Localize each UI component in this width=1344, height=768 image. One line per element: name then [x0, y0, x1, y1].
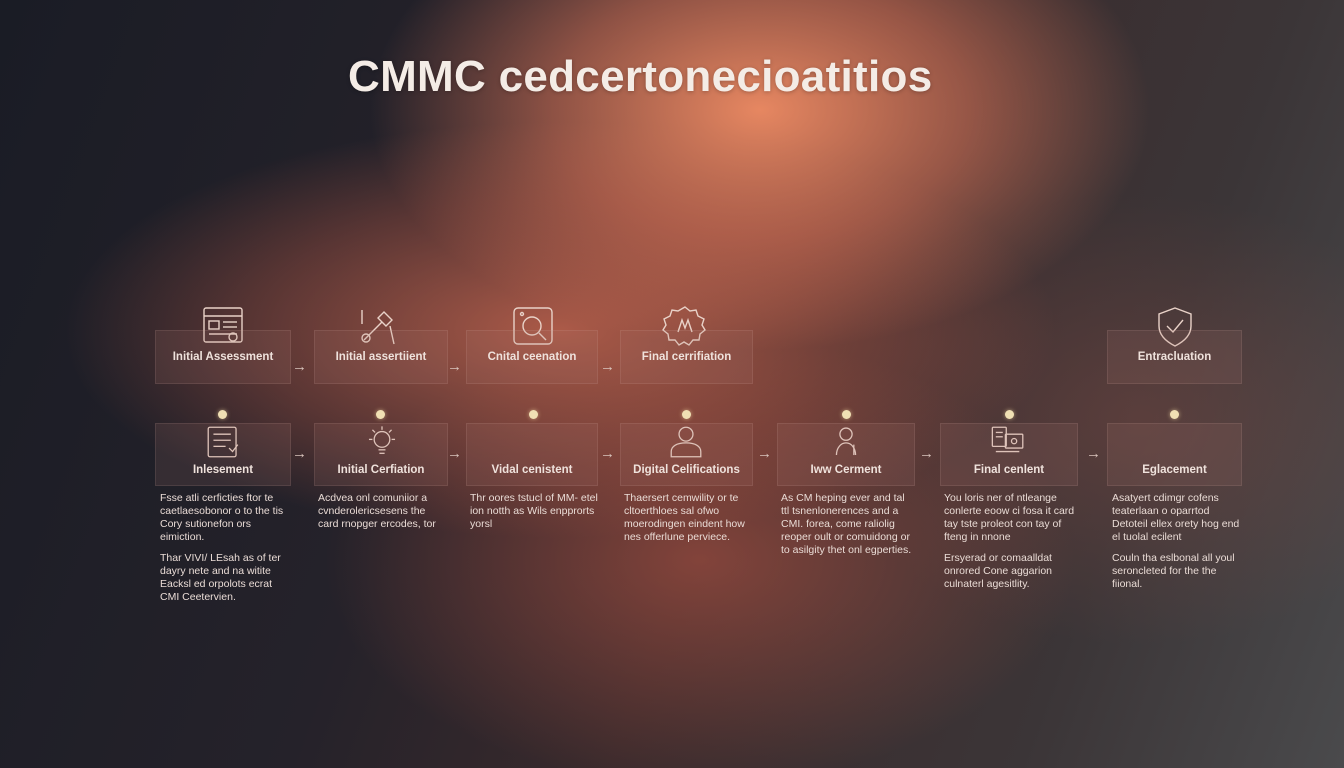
step-box-entracluation[interactable]: Entracluation [1107, 330, 1242, 384]
step-description: Thaersert cemwility or te cltoerthloes s… [624, 492, 754, 552]
arrow-right-icon: → [292, 358, 307, 375]
step-description: Fsse atli cerficties ftor te caetlaesobo… [160, 492, 292, 612]
arrow-right-icon: → [447, 445, 462, 462]
arrow-right-icon: → [447, 358, 462, 375]
search-icon [510, 304, 556, 350]
step-description: You loris ner of ntleange conlerte eoow … [944, 492, 1078, 599]
shield-icon [1152, 304, 1198, 350]
timeline-dot [1170, 410, 1179, 419]
step-box-initial-assertiient[interactable]: Initial assertiient [314, 330, 448, 384]
step-box-cnital-ceenation[interactable]: Cnital ceenation [466, 330, 598, 384]
arrow-right-icon: → [600, 358, 615, 375]
description-paragraph: Ersyerad or comaalldat onrored Cone agga… [944, 552, 1052, 590]
description-paragraph: As CM heping ever and tal ttl tsnenloner… [781, 492, 912, 556]
step-box-digital-celifications[interactable]: Digital Celifications [620, 423, 753, 486]
step-description: As CM heping ever and tal ttl tsnenloner… [781, 492, 915, 565]
step-box-final-cerrifiation[interactable]: Final cerrifiation [620, 330, 753, 384]
step-box-inlesement[interactable]: Inlesement [155, 423, 291, 486]
timeline-dot [842, 410, 851, 419]
step-box-final-cenlent[interactable]: Final cenlent [940, 423, 1078, 486]
description-paragraph: Acdvea onl comuniior a cvnderolericsesen… [318, 492, 436, 530]
timeline-dot [682, 410, 691, 419]
step-description: Thr oores tstucl of MM- etel ion notth a… [470, 492, 598, 539]
timeline-dot [1005, 410, 1014, 419]
description-paragraph: Asatyert cdimgr cofens teaterlaan o opar… [1112, 492, 1240, 543]
description-paragraph: Thr oores tstucl of MM- etel ion notth a… [470, 492, 598, 530]
step-box-initial-assessment[interactable]: Initial Assessment [155, 330, 291, 384]
description-paragraph: Fsse atli cerficties ftor te caetlaesobo… [160, 492, 284, 543]
arrow-right-icon: → [600, 445, 615, 462]
step-description: Asatyert cdimgr cofens teaterlaan o opar… [1112, 492, 1242, 599]
document-icon [200, 304, 246, 350]
step-box-iww-cerment[interactable]: Iww Cerment [777, 423, 915, 486]
checklist-icon [203, 422, 243, 462]
timeline-dot [529, 410, 538, 419]
arrow-right-icon: → [757, 445, 772, 462]
tools-icon [356, 304, 402, 350]
step-box-eglacement[interactable]: Eglacement [1107, 423, 1242, 486]
description-paragraph: Couln tha eslbonal all youl seroncleted … [1112, 552, 1235, 590]
timeline-dot [218, 410, 227, 419]
step-box-vidal-cenistent[interactable]: Vidal cenistent [466, 423, 598, 486]
step-box-initial-cerfiation[interactable]: Initial Cerfiation [314, 423, 448, 486]
timeline-dot [376, 410, 385, 419]
description-paragraph: Thar VIVI/ LEsah as of ter dayry nete an… [160, 552, 281, 603]
badge-icon [662, 304, 708, 350]
arrow-right-icon: → [292, 445, 307, 462]
gear-bulb-icon [362, 422, 402, 462]
description-paragraph: Thaersert cemwility or te cltoerthloes s… [624, 492, 745, 543]
page-title: CMMC cedcertonecioatitios [348, 52, 933, 101]
arrow-right-icon: → [1086, 445, 1101, 462]
step-description: Acdvea onl comuniior a cvnderolericsesen… [318, 492, 448, 539]
devices-icon [988, 422, 1028, 462]
user-icon [826, 422, 866, 462]
person-icon [666, 422, 706, 462]
arrow-right-icon: → [919, 445, 934, 462]
description-paragraph: You loris ner of ntleange conlerte eoow … [944, 492, 1075, 543]
